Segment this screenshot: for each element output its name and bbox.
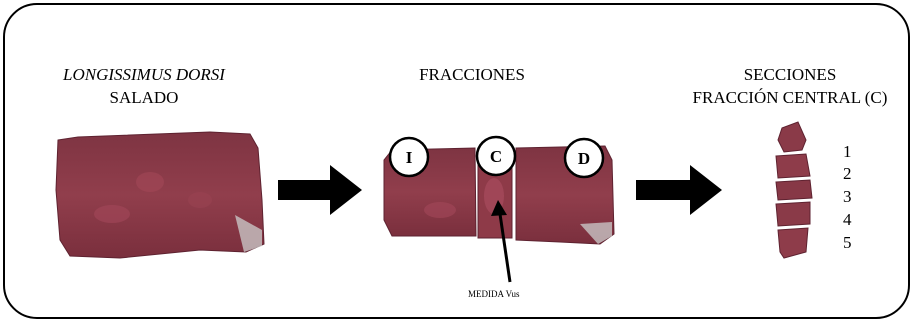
left-title-italic: LONGISSIMUS DORSI — [63, 65, 225, 84]
fraction-i-circle — [388, 136, 430, 178]
section-number-5: 5 — [843, 233, 852, 252]
right-arrow-icon — [636, 165, 722, 215]
right-title-line2: FRACCIÓN CENTRAL (C) — [692, 88, 888, 107]
right-arrow-icon — [278, 165, 362, 215]
fraction-c-label: C — [490, 147, 502, 166]
section-number-4: 4 — [843, 210, 852, 229]
whole-loin-image — [55, 131, 265, 259]
sections-stack-image — [775, 121, 813, 259]
fraction-c-circle — [475, 135, 517, 177]
diagram-frame — [3, 3, 910, 319]
measurement-annotation: MEDIDA Vus — [468, 289, 520, 299]
left-title-line2: SALADO — [109, 88, 179, 107]
fraction-i-label: I — [406, 148, 413, 167]
section-number-2: 2 — [843, 164, 852, 183]
section-number-1: 1 — [843, 142, 852, 161]
section-number-3: 3 — [843, 187, 852, 206]
right-title-line1: SECCIONES — [743, 65, 837, 84]
fraction-d-circle — [563, 137, 605, 179]
fraction-d-label: D — [578, 149, 590, 168]
middle-title: FRACCIONES — [419, 65, 525, 84]
pointer-arrow-icon — [491, 200, 512, 283]
